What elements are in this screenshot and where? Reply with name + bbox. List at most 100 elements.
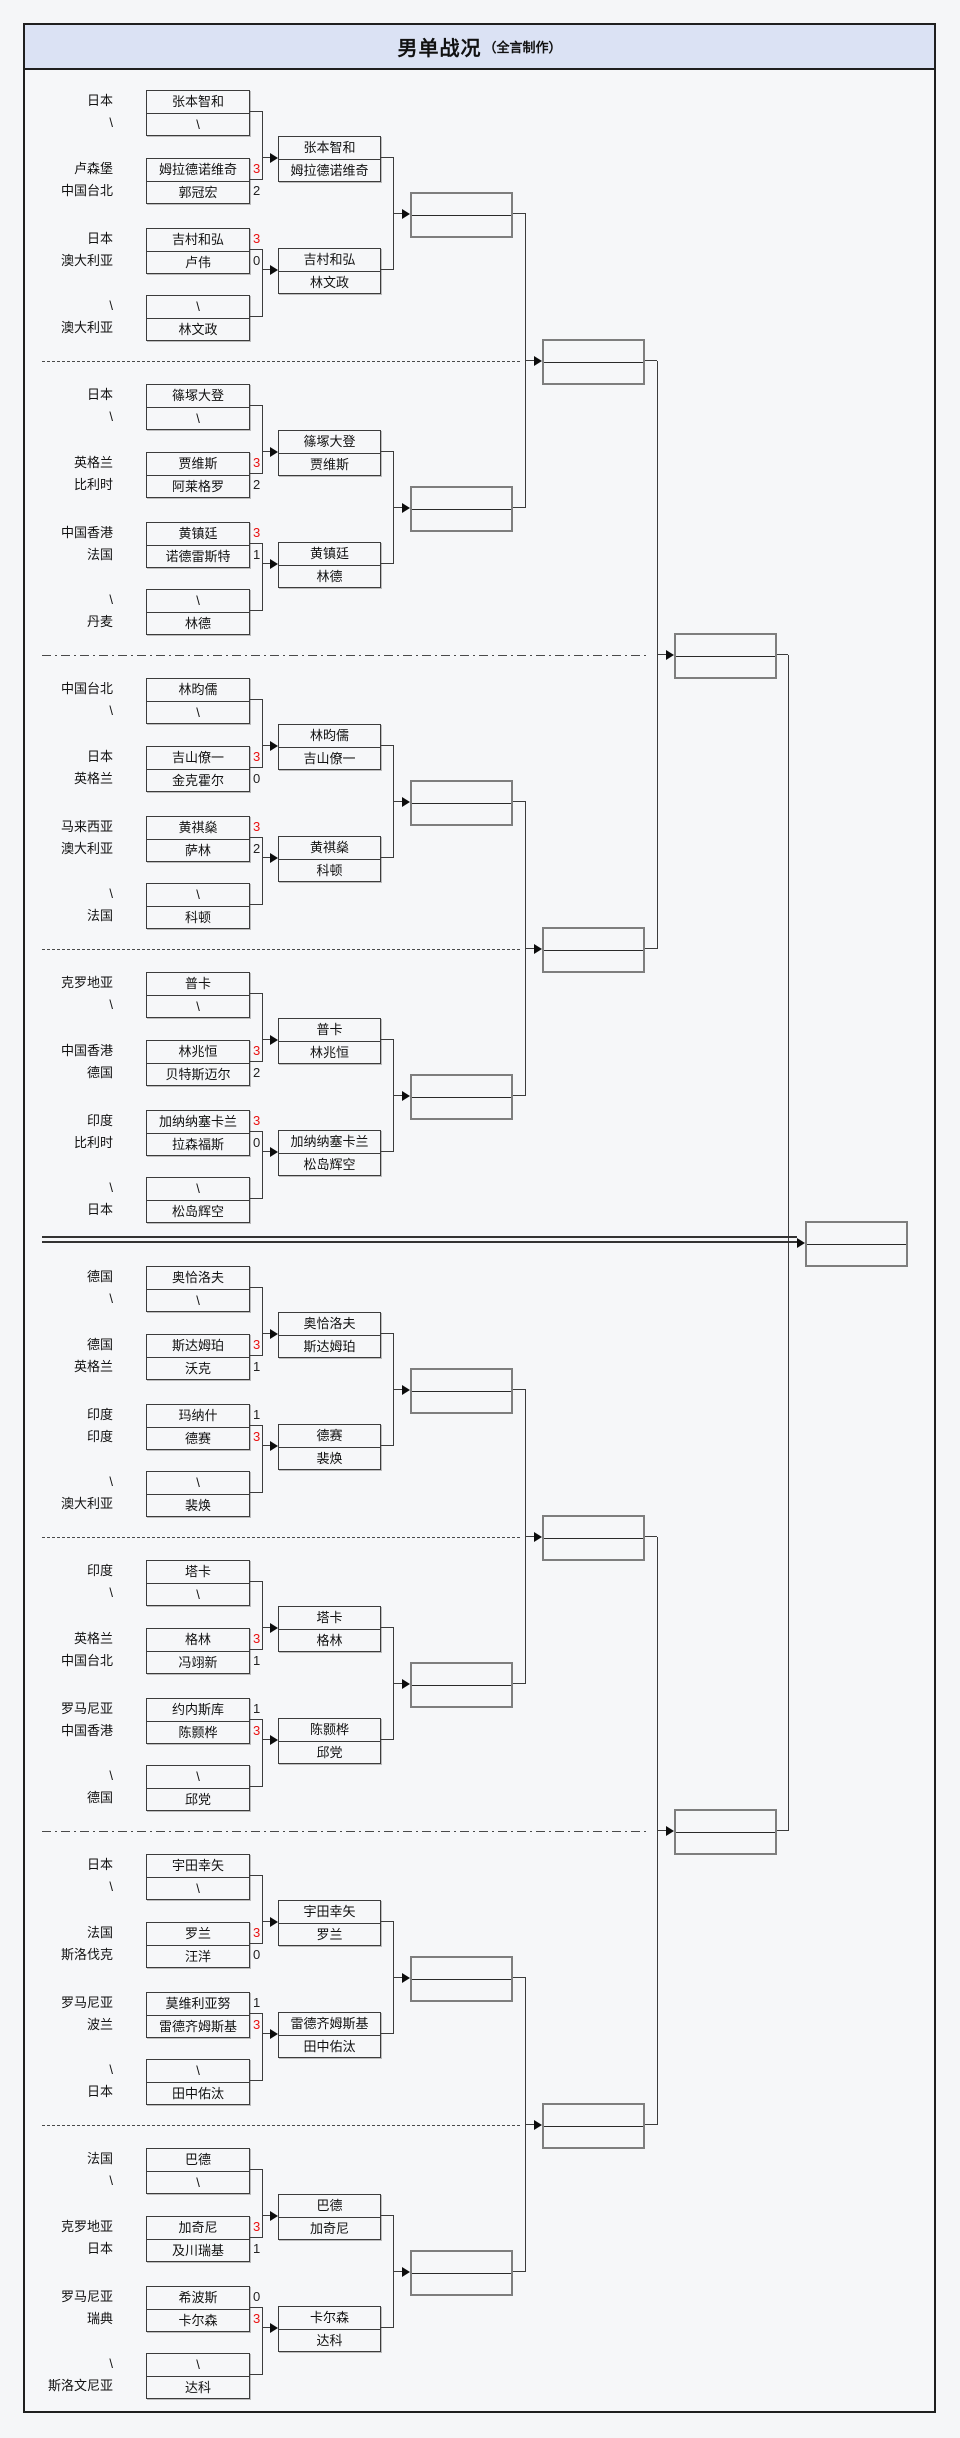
connector-line — [526, 2124, 534, 2125]
connector-line — [262, 1581, 263, 1650]
connector-line — [250, 1287, 263, 1288]
connector-line — [526, 360, 534, 361]
bracket-section-7: 日本 \ 法国 斯洛伐克 罗马尼亚 波兰 \ 日本 宇田幸矢 \ 宇田幸矢 罗兰… — [0, 1854, 960, 2114]
connector-line — [250, 904, 263, 905]
match-score: 3 — [253, 1723, 261, 1738]
connector-line — [380, 1627, 394, 1628]
country-label: \ — [109, 2356, 113, 2371]
player-name: 沃克 — [184, 1361, 211, 1376]
match-score: 3 — [253, 231, 261, 246]
connector-line — [263, 1039, 270, 1040]
country-label: 斯洛伐克 — [60, 1947, 113, 1962]
player-name: 科顿 — [316, 863, 343, 878]
connector-line — [250, 1492, 263, 1493]
match-box: 张本智和 \ — [146, 90, 250, 136]
player-name: \ — [196, 1293, 200, 1308]
connector-line — [380, 269, 394, 270]
connector-line — [263, 745, 270, 746]
arrow-icon — [270, 2211, 278, 2221]
connector-line — [250, 2080, 263, 2081]
country-label: 印度 — [86, 1429, 113, 1444]
match-score: 1 — [253, 547, 261, 562]
player-name: 罗兰 — [316, 1927, 343, 1942]
country-label: 中国台北 — [60, 183, 113, 198]
player-name: \ — [196, 2175, 200, 2190]
player-name: 篠塚大登 — [147, 385, 249, 408]
connector-line — [380, 451, 394, 452]
match-score: 3 — [253, 2311, 261, 2326]
country-label: 英格兰 — [73, 1631, 113, 1646]
player-name: 普卡 — [147, 973, 249, 996]
player-name: 金克霍尔 — [171, 773, 224, 788]
player-name: 巴德 — [279, 2195, 380, 2218]
bracket-section-2: 日本 \ 英格兰 比利时 中国香港 法国 \ 丹麦 篠塚大登 \ 篠塚大登 贾维… — [0, 384, 960, 644]
pairing-box: 林昀儒 吉山僚一 — [278, 724, 381, 770]
player-name: 陈颢桦 — [279, 1719, 380, 1742]
player-name: 邱党 — [316, 1745, 343, 1760]
match-box: 格林 冯翊新 — [146, 1628, 250, 1674]
r16-slot-box — [410, 1662, 513, 1708]
country-label: 法国 — [86, 908, 113, 923]
player-name: \ — [147, 2060, 249, 2083]
pairing-box: 奥恰洛夫 斯达姆珀 — [278, 1312, 381, 1358]
bracket-section-4: 克罗地亚 \ 中国香港 德国 印度 比利时 \ 日本 普卡 \ 普卡 林兆恒 林… — [0, 972, 960, 1232]
connector-line — [263, 1151, 270, 1152]
player-name: 德赛 — [184, 1431, 211, 1446]
player-name: 约内斯库 — [147, 1699, 249, 1722]
match-score: 1 — [253, 2241, 261, 2256]
player-name: \ — [147, 296, 249, 319]
connector-line — [262, 405, 263, 474]
semifinal-slot-box — [674, 633, 777, 679]
country-label: 比利时 — [73, 477, 113, 492]
country-label: 德国 — [86, 1337, 113, 1352]
player-name: \ — [196, 999, 200, 1014]
pairing-box: 卡尔森 达科 — [278, 2306, 381, 2352]
match-score: 3 — [253, 1925, 261, 1940]
match-box: 林昀儒 \ — [146, 678, 250, 724]
country-label: \ — [109, 703, 113, 718]
player-name: 郭冠宏 — [178, 185, 218, 200]
player-name: 黄祺燊 — [147, 817, 249, 840]
country-label: 澳大利亚 — [60, 253, 113, 268]
connector-line — [262, 1425, 263, 1493]
country-label: 瑞典 — [86, 2311, 113, 2326]
country-label: \ — [109, 997, 113, 1012]
country-label: 日本 — [86, 1857, 113, 1872]
player-name: 林兆恒 — [147, 1041, 249, 1064]
player-name: 林文政 — [309, 275, 349, 290]
match-score: 2 — [253, 1065, 261, 1080]
country-label: 中国台北 — [60, 681, 113, 696]
pairing-box: 黄镇廷 林德 — [278, 542, 381, 588]
quarterfinal-slot-box — [542, 2103, 645, 2149]
connector-line — [250, 2374, 263, 2375]
arrow-icon — [270, 2029, 278, 2039]
match-box: \ 林德 — [146, 589, 250, 635]
player-name: \ — [147, 590, 249, 613]
arrow-icon — [270, 559, 278, 569]
match-box: 奥恰洛夫 \ — [146, 1266, 250, 1312]
player-name: 诺德雷斯特 — [165, 549, 231, 564]
connector-line — [250, 1649, 263, 1650]
quarterfinal-slot-box — [542, 1515, 645, 1561]
match-box: 林兆恒 贝特斯迈尔 — [146, 1040, 250, 1086]
player-name: 莫维利亚努 — [147, 1993, 249, 2016]
connector-line — [526, 1536, 534, 1537]
player-name: 黄祺燊 — [279, 837, 380, 860]
player-name: 萨林 — [184, 843, 211, 858]
player-name: 贾维斯 — [147, 453, 249, 476]
player-name: \ — [196, 1881, 200, 1896]
match-box: 吉山僚一 金克霍尔 — [146, 746, 250, 792]
connector-line — [250, 1581, 263, 1582]
match-score: 1 — [253, 1407, 261, 1422]
country-label: \ — [109, 2173, 113, 2188]
player-name: 及川瑞基 — [171, 2243, 224, 2258]
match-score: 3 — [253, 749, 261, 764]
player-name: 塔卡 — [147, 1561, 249, 1584]
player-name: 松岛辉空 — [303, 1157, 356, 1172]
connector-line — [525, 214, 526, 508]
connector-line — [513, 1389, 526, 1390]
page-title: 男单战况 — [397, 38, 482, 60]
connector-line — [250, 610, 263, 611]
connector-line — [526, 948, 534, 949]
player-name: \ — [196, 411, 200, 426]
